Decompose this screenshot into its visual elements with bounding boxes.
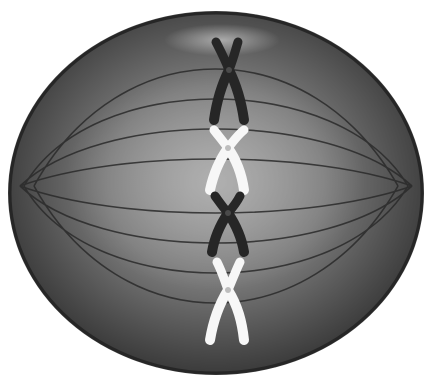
mitosis-cell-illustration: [0, 0, 432, 380]
cell-metaphase-svg: [0, 0, 432, 380]
